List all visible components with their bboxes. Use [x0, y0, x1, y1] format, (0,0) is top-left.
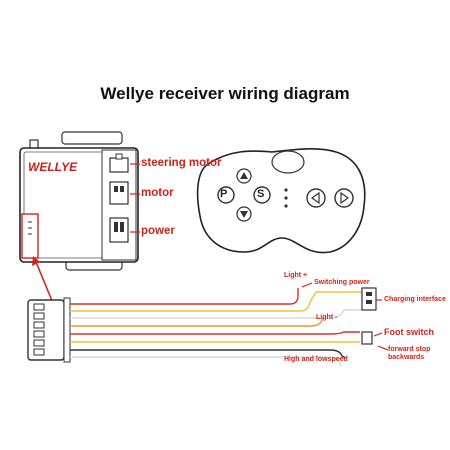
foot-switch-plug — [361, 331, 373, 345]
wire-connector — [27, 297, 71, 363]
s-button-label: S — [257, 188, 265, 200]
port-label-steering-motor: steering motor — [141, 157, 222, 169]
wire-bundle — [70, 288, 362, 367]
charging-plug — [361, 287, 377, 311]
port-label-motor: motor — [141, 187, 174, 199]
forward-stop-backwards-label: forward stop backwards — [388, 346, 431, 361]
s-button — [253, 186, 271, 204]
p-button-label: P — [220, 188, 228, 200]
switching-power-label: Switching power — [314, 279, 370, 286]
port-label-power: power — [141, 225, 175, 237]
light-plus-label: Light + — [284, 272, 308, 279]
p-button — [217, 186, 235, 204]
charging-interface-label: Charging interface — [384, 296, 446, 303]
remote-control — [196, 148, 366, 254]
foot-switch-label: Foot switch — [384, 327, 434, 337]
light-minus-label: Light - — [316, 314, 338, 321]
high-low-speed-label: High and lowspeed — [284, 356, 348, 363]
receiver-brand: WELLYE — [28, 160, 78, 174]
diagram-title: Wellye receiver wiring diagram — [100, 84, 350, 103]
arrowhead-icon — [32, 256, 40, 266]
receiver-unit — [19, 131, 139, 271]
